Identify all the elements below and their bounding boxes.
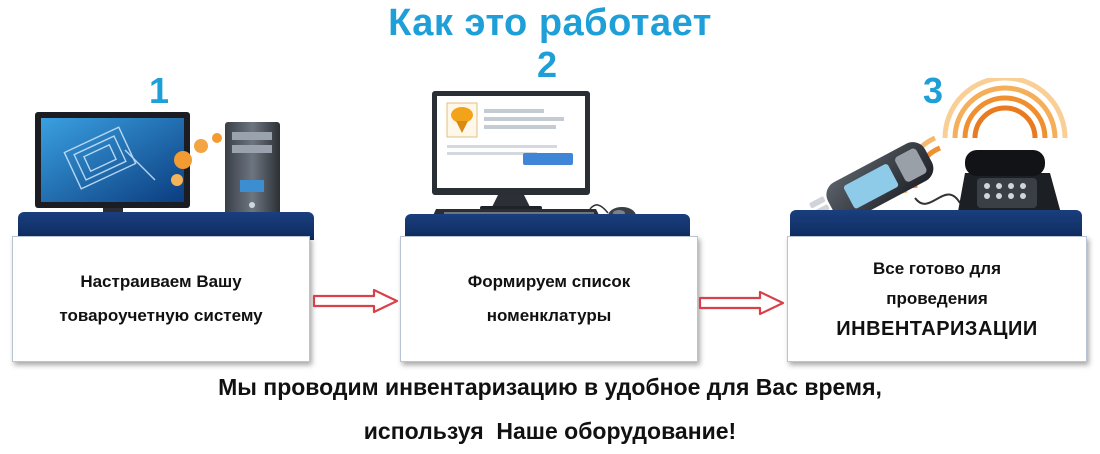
step-2-line-1: Формируем список — [467, 272, 631, 291]
arrow-right-icon — [698, 290, 785, 316]
step-1-card: Настраиваем Вашу товароучетную систему — [12, 236, 310, 362]
footer-line-1: Мы проводим инвентаризацию в удобное для… — [218, 374, 882, 400]
step-1-line-1: Настраиваем Вашу — [80, 272, 242, 291]
step-3-line-3: ИНВЕНТАРИЗАЦИИ — [836, 318, 1038, 340]
arrow-right-icon — [312, 288, 399, 314]
step-2-shelf — [405, 214, 690, 240]
step-3-line-2: проведения — [886, 289, 988, 308]
step-1-number: 1 — [148, 70, 170, 111]
step-2-number: 2 — [536, 44, 558, 85]
step-3-number: 3 — [922, 70, 944, 111]
monitor-keyboard-icon — [428, 91, 636, 227]
step-3-card: Все готово для проведения ИНВЕНТАРИЗАЦИИ — [787, 236, 1087, 362]
step-3-shelf — [790, 210, 1082, 240]
step-1-line-2: товароучетную систему — [59, 306, 263, 325]
page-title: Как это работает — [388, 2, 712, 44]
step-3-line-1: Все готово для — [872, 259, 1002, 278]
step-1-shelf — [18, 212, 314, 240]
step-2-card: Формируем список номенклатуры — [400, 236, 698, 362]
step-2-line-2: номенклатуры — [486, 306, 612, 325]
footer-line-2: используя Наше оборудование! — [363, 418, 737, 444]
